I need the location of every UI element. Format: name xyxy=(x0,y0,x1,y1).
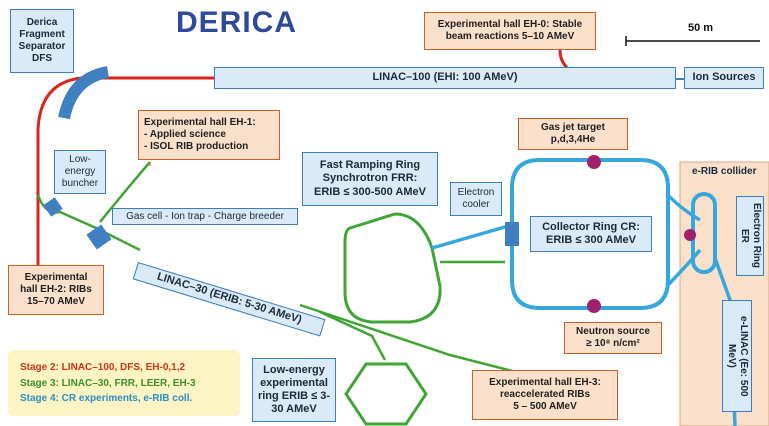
ion-sources-box: Ion Sources xyxy=(684,67,764,89)
erib-collider-label: e-RIB collider xyxy=(692,166,757,177)
gas-jet-target-marker xyxy=(587,155,601,169)
gas-cell-label: Gas cell - Ion trap - Charge breeder xyxy=(126,210,284,222)
leer-line-2: experimental xyxy=(260,376,328,389)
page-title: DERICA xyxy=(176,6,298,39)
eh1-line-3: - ISOL RIB production xyxy=(144,141,249,152)
gas-jet-line-2: p,d,3,4He xyxy=(550,134,596,145)
buncher-line-3: buncher xyxy=(61,178,99,189)
legend-stage-4: Stage 4: CR experiments, e-RIB coll. xyxy=(20,393,193,404)
e-cooler-line-2: cooler xyxy=(462,199,490,210)
charge-breeder-device xyxy=(86,224,112,250)
cr-lower-line xyxy=(666,248,702,287)
buncher-line-1: Low- xyxy=(69,154,91,165)
green-beamline-leer xyxy=(319,310,387,361)
neutron-source-marker xyxy=(587,299,601,313)
cr-line-2: ERIB ≤ 300 AMeV xyxy=(546,234,636,246)
cr-to-er-line xyxy=(666,193,701,222)
collider-interaction-marker xyxy=(684,229,696,241)
ion-sources-link xyxy=(676,78,684,80)
electron-ring-box: Electron Ring ER xyxy=(736,196,764,276)
eh1-line-1: Experimental hall EH-1: xyxy=(144,117,256,128)
linac100-box: LINAC–100 (EHI: 100 AMeV) xyxy=(214,67,676,89)
scale-bar xyxy=(625,36,760,46)
collector-ring xyxy=(510,158,670,310)
frr-line-2: Synchrotron FRR: xyxy=(322,172,418,185)
leer-box: Low-energy experimental ring ERIB ≤ 3- 3… xyxy=(252,358,336,422)
eh1-box: Experimental hall EH-1: - Applied scienc… xyxy=(138,110,280,160)
leer-line-4: 30 AMeV xyxy=(271,403,317,416)
leer-line-1: Low-energy xyxy=(263,363,325,376)
legend-stage-3: Stage 3: LINAC–30, FRR, LEER, EH-3 xyxy=(20,377,196,389)
electron-ring-label: Electron Ring ER xyxy=(739,203,762,269)
buncher-box: Low- energy buncher xyxy=(54,150,106,194)
eh2-line-3: 15–70 AMeV xyxy=(27,296,85,307)
gas-jet-box: Gas jet target p,d,3,4He xyxy=(518,118,628,150)
frr-to-cr-line xyxy=(431,223,513,250)
eh0-line-1: Experimental hall EH-0: Stable xyxy=(437,19,583,30)
frr-line-3: ERIB ≤ 300-500 AMeV xyxy=(313,185,426,198)
electron-cooler-device xyxy=(505,222,519,246)
e-cooler-line-1: Electron xyxy=(457,187,495,198)
eh3-box: Experimental hall EH-3: reaccelerated RI… xyxy=(472,370,618,420)
gas-cell-box: Gas cell - Ion trap - Charge breeder xyxy=(112,208,298,225)
buncher-device xyxy=(43,197,63,217)
eh3-line-3: 5 – 500 AMeV xyxy=(513,401,577,412)
dfs-line-2: Fragment xyxy=(19,29,65,40)
gas-jet-line-1: Gas jet target xyxy=(541,122,605,133)
dfs-line-3: Separator xyxy=(18,41,66,52)
frr-ring xyxy=(343,212,442,324)
frr-box: Fast Ramping Ring Synchrotron FRR: ERIB … xyxy=(302,152,438,206)
electron-cooler-box: Electron cooler xyxy=(450,182,502,216)
eh0-line-2: beam reactions 5–10 AMeV xyxy=(445,31,575,42)
dfs-line-1: Derica xyxy=(26,17,58,28)
scale-label: 50 m xyxy=(688,22,714,34)
neutron-line-2: ≥ 10⁸ n/cm² xyxy=(586,338,640,349)
elinac-box: e-LINAC (Ee: 500 MeV) xyxy=(722,300,752,412)
dfs-box: Derica Fragment Separator DFS xyxy=(10,9,74,73)
eh2-line-2: hall EH-2: RIBs xyxy=(20,284,92,295)
collector-ring-box: Collector Ring CR: ERIB ≤ 300 AMeV xyxy=(530,216,652,252)
frr-line-1: Fast Ramping Ring xyxy=(319,159,421,172)
green-beamline-eh1 xyxy=(99,161,151,223)
cr-line-1: Collector Ring CR: xyxy=(542,220,640,233)
buncher-line-2: energy xyxy=(64,166,96,177)
eh3-line-2: reaccelerated RIBs xyxy=(499,389,591,400)
legend-stage-2: Stage 2: LINAC–100, DFS, EH-0,1,2 xyxy=(20,362,186,373)
eh0-box: Experimental hall EH-0: Stable beam reac… xyxy=(424,12,596,50)
leer-line-3: ring ERIB ≤ 3- xyxy=(257,390,331,402)
eh2-box: Experimental hall EH-2: RIBs 15–70 AMeV xyxy=(8,265,104,315)
dfs-line-4: DFS xyxy=(32,53,52,64)
linac100-label: LINAC–100 (EHI: 100 AMeV) xyxy=(372,71,518,84)
stage-legend: Stage 2: LINAC–100, DFS, EH-0,1,2 Stage … xyxy=(8,350,240,416)
eh3-line-1: Experimental hall EH-3: xyxy=(489,377,601,388)
dfs-arc xyxy=(58,66,110,120)
eh2-line-1: Experimental xyxy=(24,272,88,283)
elinac-label: e-LINAC (Ee: 500 MeV) xyxy=(726,315,749,397)
leer-ring xyxy=(344,362,428,426)
neutron-line-1: Neutron source xyxy=(576,326,650,337)
ion-sources-label: Ion Sources xyxy=(692,71,756,84)
neutron-source-box: Neutron source ≥ 10⁸ n/cm² xyxy=(564,322,662,354)
green-beamline-main xyxy=(299,303,600,375)
eh1-line-2: - Applied science xyxy=(144,129,226,140)
